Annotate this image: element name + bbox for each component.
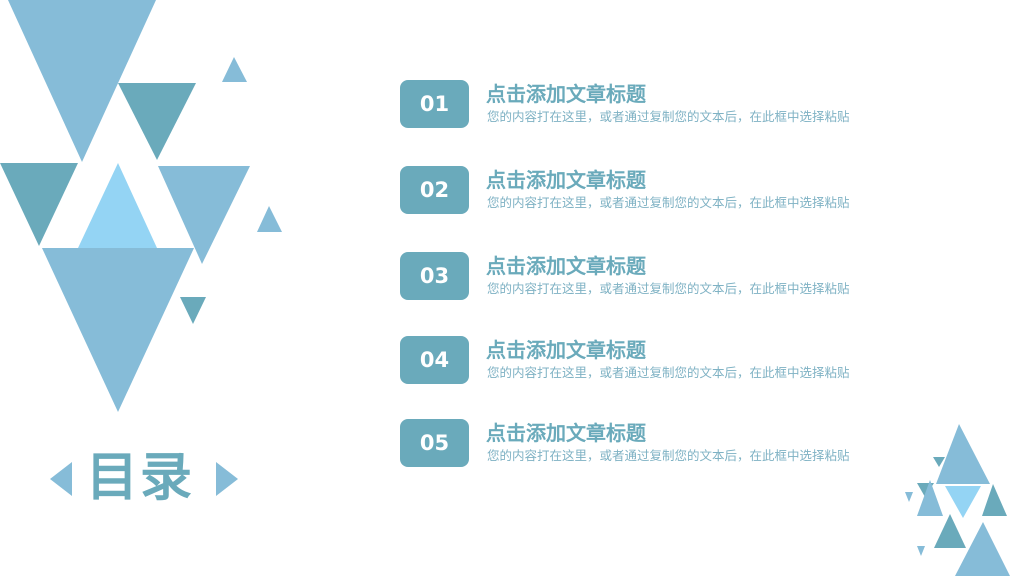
triangle-shape bbox=[933, 457, 945, 467]
triangle-shape bbox=[917, 480, 943, 516]
item-title: 点击添加文章标题 bbox=[486, 254, 646, 278]
triangle-shape bbox=[180, 297, 206, 324]
triangle-shape bbox=[905, 492, 913, 502]
triangle-shape bbox=[917, 546, 925, 556]
triangle-shape bbox=[78, 163, 157, 248]
triangle-shape bbox=[42, 248, 194, 412]
toc-item-02[interactable]: 02 点击添加文章标题 您的内容打在这里，或者通过复制您的文本后，在此框中选择粘… bbox=[400, 166, 900, 214]
item-description: 您的内容打在这里，或者通过复制您的文本后，在此框中选择粘贴 bbox=[487, 195, 850, 210]
decorative-triangles-right bbox=[905, 424, 1010, 576]
triangle-shape bbox=[936, 424, 990, 484]
triangle-shape bbox=[158, 166, 250, 264]
triangle-shape bbox=[257, 206, 282, 232]
number-badge: 05 bbox=[400, 419, 469, 467]
caret-right-icon[interactable] bbox=[216, 462, 238, 496]
item-title: 点击添加文章标题 bbox=[486, 421, 646, 445]
number-badge: 03 bbox=[400, 252, 469, 300]
decorative-triangles-left bbox=[0, 0, 282, 412]
page-title: 目录 bbox=[86, 448, 195, 508]
triangle-shape bbox=[222, 57, 247, 82]
toc-item-03[interactable]: 03 点击添加文章标题 您的内容打在这里，或者通过复制您的文本后，在此框中选择粘… bbox=[400, 252, 900, 300]
toc-item-05[interactable]: 05 点击添加文章标题 您的内容打在这里，或者通过复制您的文本后，在此框中选择粘… bbox=[400, 419, 900, 467]
number-badge: 04 bbox=[400, 336, 469, 384]
item-title: 点击添加文章标题 bbox=[486, 168, 646, 192]
triangle-shape bbox=[8, 0, 156, 162]
item-description: 您的内容打在这里，或者通过复制您的文本后，在此框中选择粘贴 bbox=[487, 281, 850, 296]
triangle-shape bbox=[945, 486, 981, 518]
item-title: 点击添加文章标题 bbox=[486, 82, 646, 106]
triangle-shape bbox=[955, 522, 1010, 576]
item-description: 您的内容打在这里，或者通过复制您的文本后，在此框中选择粘贴 bbox=[487, 365, 850, 380]
item-title: 点击添加文章标题 bbox=[486, 338, 646, 362]
toc-item-04[interactable]: 04 点击添加文章标题 您的内容打在这里，或者通过复制您的文本后，在此框中选择粘… bbox=[400, 336, 900, 384]
triangle-shape bbox=[0, 163, 78, 246]
triangle-shape bbox=[934, 514, 966, 548]
toc-item-01[interactable]: 01 点击添加文章标题 您的内容打在这里，或者通过复制您的文本后，在此框中选择粘… bbox=[400, 80, 900, 128]
triangle-shape bbox=[118, 83, 196, 160]
number-badge: 02 bbox=[400, 166, 469, 214]
number-badge: 01 bbox=[400, 80, 469, 128]
item-description: 您的内容打在这里，或者通过复制您的文本后，在此框中选择粘贴 bbox=[487, 448, 850, 463]
item-description: 您的内容打在这里，或者通过复制您的文本后，在此框中选择粘贴 bbox=[487, 109, 850, 124]
caret-left-icon[interactable] bbox=[50, 462, 72, 496]
triangle-shape bbox=[982, 484, 1007, 516]
